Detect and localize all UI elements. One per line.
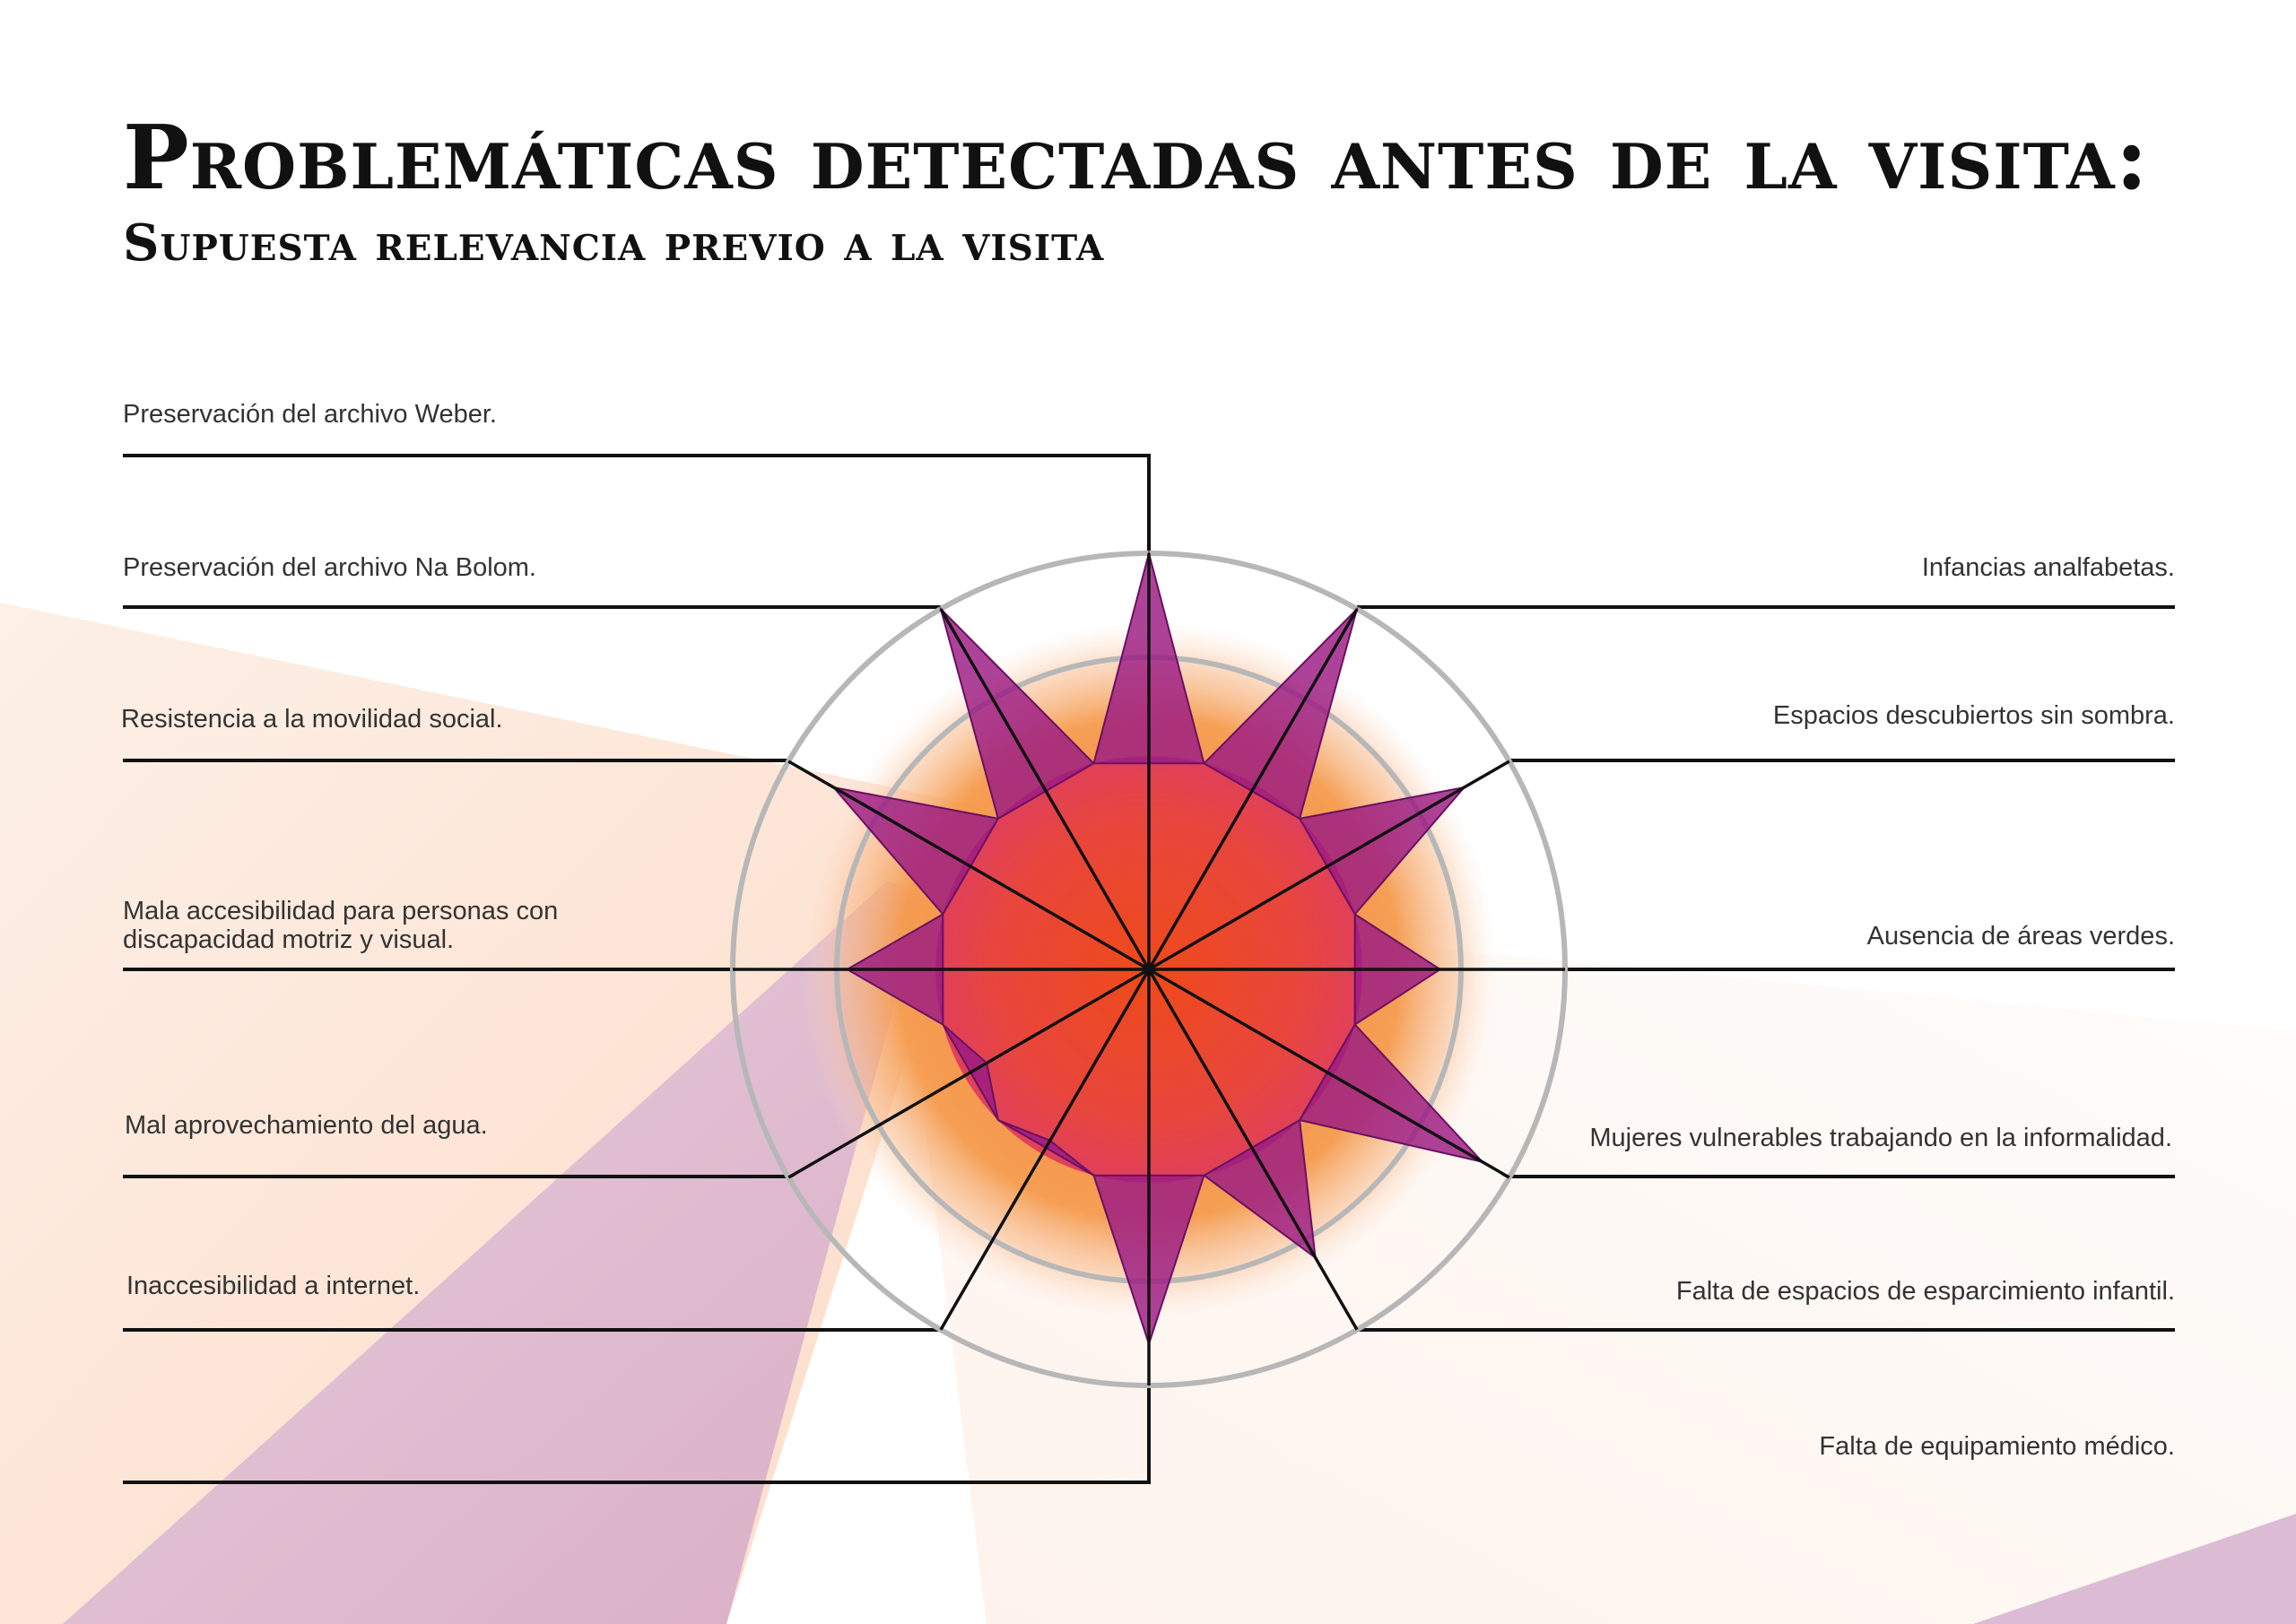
axis-label-sombra: Espacios descubiertos sin sombra. [1772, 701, 2175, 730]
leader-line-2 [1355, 605, 2175, 611]
leader-line-1 [123, 454, 1151, 553]
leader-line-12 [123, 605, 943, 611]
axis-label-internet: Inaccesibilidad a internet. [126, 1272, 421, 1300]
axis-label-medico: Falta de equipamiento médico. [1819, 1432, 2175, 1461]
chart-center-dot [1143, 963, 1155, 976]
page-subtitle: Supuesta relevancia previo a la visita [123, 213, 1105, 273]
axis-label-verdes: Ausencia de áreas verdes. [1866, 922, 2175, 951]
axis-label-infancias: Infancias analfabetas. [1921, 553, 2175, 582]
bg-lilac-left [63, 881, 924, 1624]
spoke-11 [787, 760, 1150, 971]
axis-label-weber: Preservación del archivo Weber. [123, 400, 497, 429]
spoke-12 [939, 608, 1151, 970]
spoke-6 [1147, 968, 1359, 1331]
chart-spokes [733, 553, 1565, 1385]
axis-label-esparcimiento: Falta de espacios de esparcimiento infan… [1675, 1277, 2175, 1306]
axis-label-mujeres: Mujeres vulnerables trabajando en la inf… [1589, 1124, 2172, 1152]
axis-label-accesibilidad: Mala accesibilidad para personas con dis… [123, 897, 558, 954]
axis-label-nabolom: Preservación del archivo Na Bolom. [123, 553, 536, 582]
leader-line-3 [1508, 759, 2175, 763]
page-title: Problemáticas detectadas antes de la vis… [123, 107, 2149, 210]
leader-line-11 [123, 759, 790, 763]
bg-lilac-corner [1973, 1514, 2296, 1624]
spoke-3 [1148, 760, 1510, 971]
axis-label-accesibilidad-line1: Mala accesibilidad para personas con [123, 897, 559, 925]
spoke-5 [1148, 968, 1510, 1179]
spoke-9 [787, 968, 1150, 1179]
spoke-8 [939, 968, 1151, 1331]
axis-label-agua: Mal aprovechamiento del agua. [125, 1111, 488, 1140]
axis-label-movilidad: Resistencia a la movilidad social. [121, 705, 503, 734]
axis-label-accesibilidad-line2: discapacidad motriz y visual. [123, 925, 455, 954]
spoke-2 [1147, 608, 1359, 970]
leader-line-7 [123, 1385, 1151, 1484]
